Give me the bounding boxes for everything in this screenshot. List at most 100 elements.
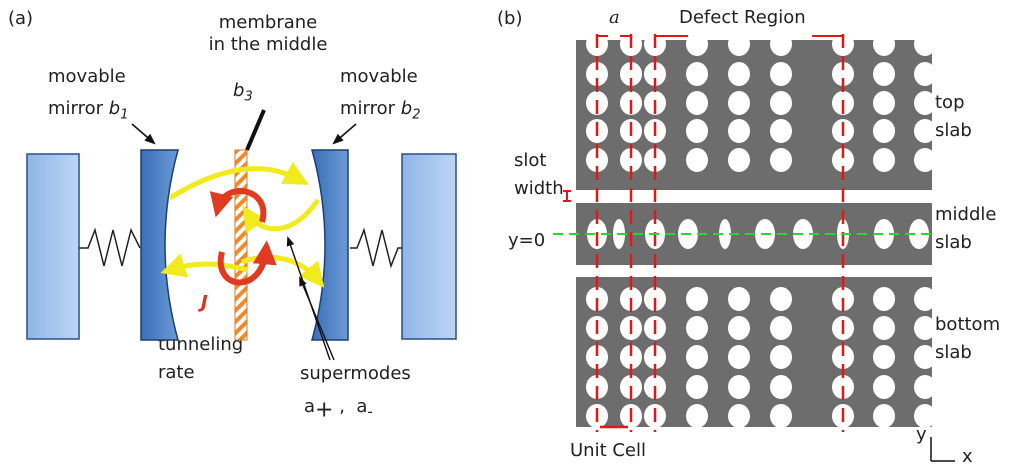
- hole: [770, 375, 792, 399]
- defect-region-label: Defect Region: [679, 7, 806, 28]
- tunneling-label: tunneling rate: [158, 334, 243, 384]
- left-mirror-label-line1: movable: [48, 66, 126, 87]
- hole: [686, 91, 708, 115]
- hole: [914, 91, 936, 115]
- hole: [770, 316, 792, 340]
- hole: [719, 219, 731, 249]
- hole: [873, 32, 895, 56]
- hole: [620, 148, 642, 172]
- hole: [770, 287, 792, 311]
- hole: [728, 287, 750, 311]
- hole: [686, 345, 708, 369]
- right-mirror-label-line2: mirror b2: [340, 98, 420, 127]
- supermode-sep: ,: [333, 396, 357, 417]
- hole: [644, 345, 666, 369]
- slot-width-label: slot width: [514, 150, 564, 200]
- middle-slab-line1: middle: [935, 204, 997, 225]
- hole: [914, 375, 936, 399]
- hole: [644, 148, 666, 172]
- hole: [728, 91, 750, 115]
- right-mirror-symbol: b: [400, 98, 413, 119]
- hole: [586, 345, 608, 369]
- upper-mode-arrow: [168, 161, 309, 201]
- hole: [873, 148, 895, 172]
- right-fixed-block: [401, 153, 457, 340]
- hole: [770, 345, 792, 369]
- hole: [644, 62, 666, 86]
- membrane-symbol-letter: b: [233, 80, 245, 101]
- hole: [909, 219, 929, 249]
- hole: [873, 316, 895, 340]
- slot-width-line1: slot: [514, 150, 547, 171]
- axes-glyph: [930, 437, 955, 462]
- left-mirror-sub: 1: [120, 107, 129, 123]
- supermode-pointer-2: [299, 276, 335, 361]
- left-mirror-label: movable mirror b1: [48, 66, 128, 127]
- hole: [873, 91, 895, 115]
- right-mirror-sub: 2: [412, 107, 421, 123]
- left-spring: [79, 227, 141, 267]
- hole: [874, 219, 894, 249]
- left-fixed-block: [26, 153, 80, 340]
- right-spring: [350, 227, 402, 269]
- membrane-label: membrane in the middle: [198, 12, 338, 56]
- membrane-stem: [245, 109, 266, 151]
- axis-x-label: x: [962, 446, 973, 467]
- hole: [770, 404, 792, 428]
- hole: [728, 345, 750, 369]
- middle-slab-label: middle slab: [935, 204, 996, 254]
- membrane-symbol: b3: [233, 80, 253, 109]
- lower-mode-arrow-2: [241, 254, 325, 288]
- bottom-slab-label: bottom slab: [935, 314, 1000, 364]
- hole: [728, 32, 750, 56]
- top-slab-line2: slab: [935, 120, 972, 141]
- hole: [914, 148, 936, 172]
- hole: [686, 119, 708, 143]
- membrane-label-line2: in the middle: [208, 34, 328, 55]
- hole: [686, 62, 708, 86]
- hole: [686, 287, 708, 311]
- supermode-plus: +: [315, 397, 334, 423]
- upper-mode-arrow-2: [242, 198, 321, 234]
- membrane-symbol-sub: 3: [244, 89, 253, 105]
- hole: [914, 62, 936, 86]
- hole: [586, 148, 608, 172]
- hole: [914, 32, 936, 56]
- membrane: [234, 149, 248, 341]
- slot-width-marker: [563, 190, 571, 202]
- top-slab-label: top slab: [935, 92, 972, 142]
- hole: [873, 404, 895, 428]
- bottom-slab-line2: slab: [935, 342, 972, 363]
- bottom-slab-line1: bottom: [935, 314, 1001, 335]
- top-slab-line1: top: [935, 92, 965, 113]
- middle-slab-line2: slab: [935, 232, 972, 253]
- hole: [686, 32, 708, 56]
- hole: [873, 345, 895, 369]
- coupling-loop-bottom: [217, 240, 277, 286]
- hole: [832, 62, 854, 86]
- hole: [914, 287, 936, 311]
- unit-cell-label: Unit Cell: [570, 440, 647, 461]
- y-zero-label: y=0: [508, 230, 546, 251]
- panel-a-tag: (a): [8, 8, 34, 29]
- left-mirror-symbol: b: [108, 98, 121, 119]
- hole: [586, 62, 608, 86]
- hole: [728, 148, 750, 172]
- left-mirror-label-line2: mirror b1: [48, 98, 128, 127]
- coupling-symbol: J: [201, 292, 208, 313]
- lattice-constant-label: a: [609, 7, 620, 28]
- left-mirror-word: mirror: [48, 98, 109, 119]
- axis-y-label: y: [916, 424, 927, 445]
- hole: [770, 62, 792, 86]
- hole: [914, 404, 936, 428]
- supermode-a: a: [304, 396, 316, 417]
- hole: [770, 91, 792, 115]
- hole: [873, 119, 895, 143]
- hole: [873, 62, 895, 86]
- hole: [620, 62, 642, 86]
- hole: [686, 148, 708, 172]
- hole: [770, 148, 792, 172]
- right-mirror-word: mirror: [340, 98, 401, 119]
- tunneling-label-line2: rate: [158, 362, 195, 383]
- supermode-symbols: a+ , a-: [304, 396, 373, 423]
